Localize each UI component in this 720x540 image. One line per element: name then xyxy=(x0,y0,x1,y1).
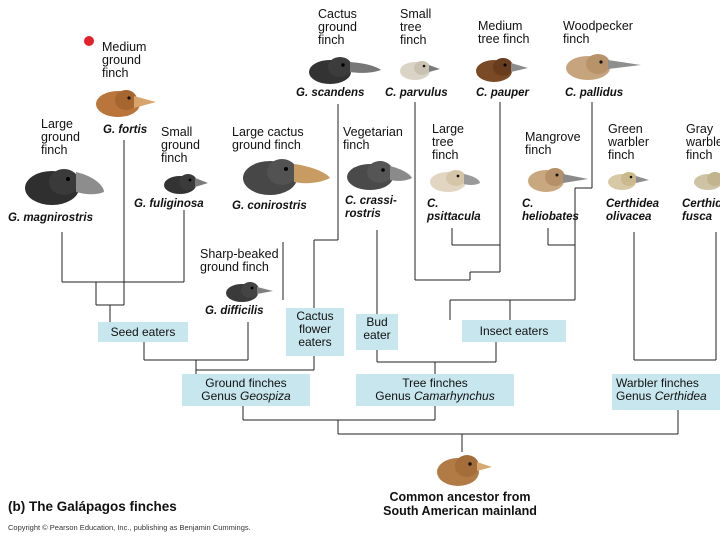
copyright-notice: Copyright © Pearson Education, Inc., pub… xyxy=(8,523,251,532)
sci-name-c-crassirostris: C. crassi-rostris xyxy=(345,195,397,220)
bird-illustration-common-ancestor xyxy=(437,455,492,486)
bird-illustration-c-parvulus xyxy=(400,61,440,80)
figure-caption: (b) The Galápagos finches xyxy=(8,499,177,514)
bird-illustration-g-conirostris xyxy=(243,159,330,195)
sci-name-g-difficilis: G. difficilis xyxy=(205,305,264,317)
sci-name-g-scandens: G. scandens xyxy=(296,87,365,99)
sci-name-g-fortis: G. fortis xyxy=(103,124,148,136)
bird-illustration-g-difficilis xyxy=(226,282,273,302)
sci-name-c-pauper: C. pauper xyxy=(476,87,530,99)
highlight-marker-dot xyxy=(84,36,94,46)
sci-name-c-pallidus: C. pallidus xyxy=(565,87,624,99)
diet-label-seed-eaters: Seed eaters xyxy=(98,322,188,342)
sci-name-certhidea-fusca: Certhideafusca xyxy=(682,198,720,223)
bird-illustration-g-fuliginosa xyxy=(164,174,208,194)
bird-illustration-c-pallidus xyxy=(566,54,641,80)
bird-illustration-g-scandens xyxy=(309,57,381,84)
bird-illustration-c-psittacula xyxy=(430,170,480,192)
sci-name-g-fuliginosa: G. fuliginosa xyxy=(134,198,204,210)
genus-label-certhidea: Warbler finches Genus Certhidea xyxy=(612,374,720,410)
finch-name-certhidea-fusca: Graywarblerfinch xyxy=(686,122,720,162)
genus-label-geospiza: Ground finches Genus Geospiza xyxy=(182,374,310,406)
sci-name-c-parvulus: C. parvulus xyxy=(385,87,448,99)
sci-name-c-heliobates: C.heliobates xyxy=(522,198,579,223)
sci-name-g-magnirostris: G. magnirostris xyxy=(8,212,93,224)
diet-label-insect-eaters: Insect eaters xyxy=(462,320,566,342)
sci-name-g-conirostris: G. conirostris xyxy=(232,200,307,212)
bird-illustration-certhidea-olivacea xyxy=(608,172,649,190)
bird-illustration-g-fortis xyxy=(96,90,156,117)
bird-illustration-c-pauper xyxy=(476,58,528,82)
bird-illustration-certhidea-fusca xyxy=(694,172,720,190)
bird-illustration-c-crassirostris xyxy=(347,161,412,190)
sci-name-c-psittacula: C.psittacula xyxy=(427,198,481,223)
bird-illustration-g-magnirostris xyxy=(25,169,104,205)
genus-label-camarhynchus: Tree finches Genus Camarhynchus xyxy=(356,374,514,406)
bird-illustration-c-heliobates xyxy=(528,168,588,192)
